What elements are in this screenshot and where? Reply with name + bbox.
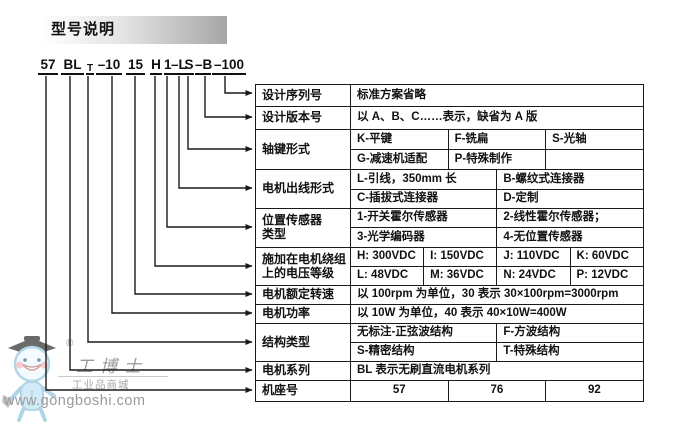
table-cell: 92 — [545, 380, 644, 402]
table-cell: B-螺纹式连接器 — [496, 169, 644, 190]
table-cell: 1-开关霍尔传感器 — [349, 208, 498, 228]
table-row: 设计版本号以 A、B、C……表示，缺省为 A 版 — [255, 106, 644, 130]
model-token: –100 — [212, 57, 246, 75]
watermark-website: www.gongboshi.com — [4, 393, 146, 409]
model-token: BL — [61, 57, 84, 75]
row-label: 机座号 — [255, 380, 351, 402]
table-cell: 57 — [350, 380, 449, 402]
row-label: 轴键形式 — [255, 129, 351, 170]
model-token: –10 — [96, 57, 122, 75]
connector-line — [111, 76, 253, 316]
connector-line — [187, 76, 253, 152]
connector-line — [166, 76, 253, 230]
row-label: 设计版本号 — [255, 106, 351, 130]
connector-line — [154, 76, 253, 269]
model-token: S — [184, 57, 194, 75]
connector-line — [204, 76, 253, 120]
table-cell: 标准方案省略 — [350, 84, 644, 107]
table-cell: G-减速机适配 — [350, 149, 449, 170]
table-cell: J: 110VDC — [496, 247, 571, 267]
watermark-brand: 工博士 — [76, 357, 148, 377]
table-row: 电机功率以 10W 为单位，40 表示 40×10W=400W — [255, 304, 644, 324]
row-label: 电机出线形式 — [255, 169, 351, 209]
table-row: 电机额定转速以 100rpm 为单位，30 表示 30×100rpm=3000r… — [255, 285, 644, 305]
connector-line — [69, 76, 253, 373]
table-cell: 3-光学编码器 — [349, 227, 498, 248]
table-cell: F-铣扁 — [447, 129, 547, 150]
model-token: H — [150, 57, 162, 75]
table-cell: I: 150VDC — [423, 247, 498, 267]
watermark: ® 工博士 工业品商城 www.gongboshi.com — [0, 330, 230, 427]
connector-line — [134, 76, 253, 297]
table-row: 设计序列号标准方案省略 — [255, 84, 644, 107]
table-cell: S-光轴 — [545, 129, 644, 150]
table-cell — [545, 149, 644, 170]
table-cell: L: 48VDC — [349, 266, 425, 286]
row-label: 结构类型 — [255, 323, 351, 362]
model-token: T — [86, 63, 94, 75]
table-cell: S-精密结构 — [349, 342, 498, 362]
table-cell: H: 300VDC — [349, 247, 425, 267]
row-label: 电机额定转速 — [255, 285, 351, 305]
table-cell: D-定制 — [496, 189, 644, 209]
table-cell: 以 A、B、C……表示，缺省为 A 版 — [350, 106, 644, 130]
model-token: 57 — [38, 57, 58, 75]
connector-line — [87, 76, 253, 345]
table-cell: BL 表示无刷直流电机系列 — [350, 361, 644, 381]
table-cell: M: 36VDC — [423, 266, 498, 286]
table-cell: 76 — [447, 380, 547, 402]
watermark-tagline-rule: 工业品商城 — [58, 376, 168, 392]
row-label: 施加在电机绕组 上的电压等级 — [255, 247, 351, 286]
page-title: 型号说明 — [41, 16, 227, 44]
row-label: 位置传感器 类型 — [255, 208, 351, 248]
table-cell: F-方波结构 — [496, 323, 644, 343]
row-label: 设计序列号 — [255, 84, 351, 107]
table-cell: 以 10W 为单位，40 表示 40×10W=400W — [350, 304, 644, 324]
table-cell: L-引线，350mm 长 — [349, 169, 498, 190]
table-cell: 无标注-正弦波结构 — [349, 323, 498, 343]
table-cell: C-插拔式连接器 — [349, 189, 498, 209]
row-label: 电机系列 — [255, 361, 351, 381]
table-cell: P-特殊制作 — [447, 149, 547, 170]
connector-line — [224, 76, 253, 96]
model-token: 15 — [126, 57, 145, 75]
mascot-icon — [2, 336, 56, 422]
table-cell: K: 60VDC — [569, 247, 644, 267]
table-cell: 2-线性霍尔传感器； — [496, 208, 644, 228]
table-cell: 以 100rpm 为单位，30 表示 30×100rpm=3000rpm — [350, 285, 644, 305]
model-token: –B — [195, 57, 212, 75]
table-cell: 4-无位置传感器 — [496, 227, 644, 248]
watermark-tagline: 工业品商城 — [72, 379, 130, 391]
table-cell: N: 24VDC — [496, 266, 571, 286]
model-token: –L — [171, 57, 187, 75]
row-label: 电机功率 — [255, 304, 351, 324]
table-cell: P: 12VDC — [569, 266, 644, 286]
model-token: 1 — [164, 57, 172, 75]
connector-line — [178, 76, 253, 191]
table-cell: K-平键 — [350, 129, 449, 150]
registered-trademark: ® — [66, 338, 74, 349]
table-cell: T-特殊结构 — [496, 342, 644, 362]
